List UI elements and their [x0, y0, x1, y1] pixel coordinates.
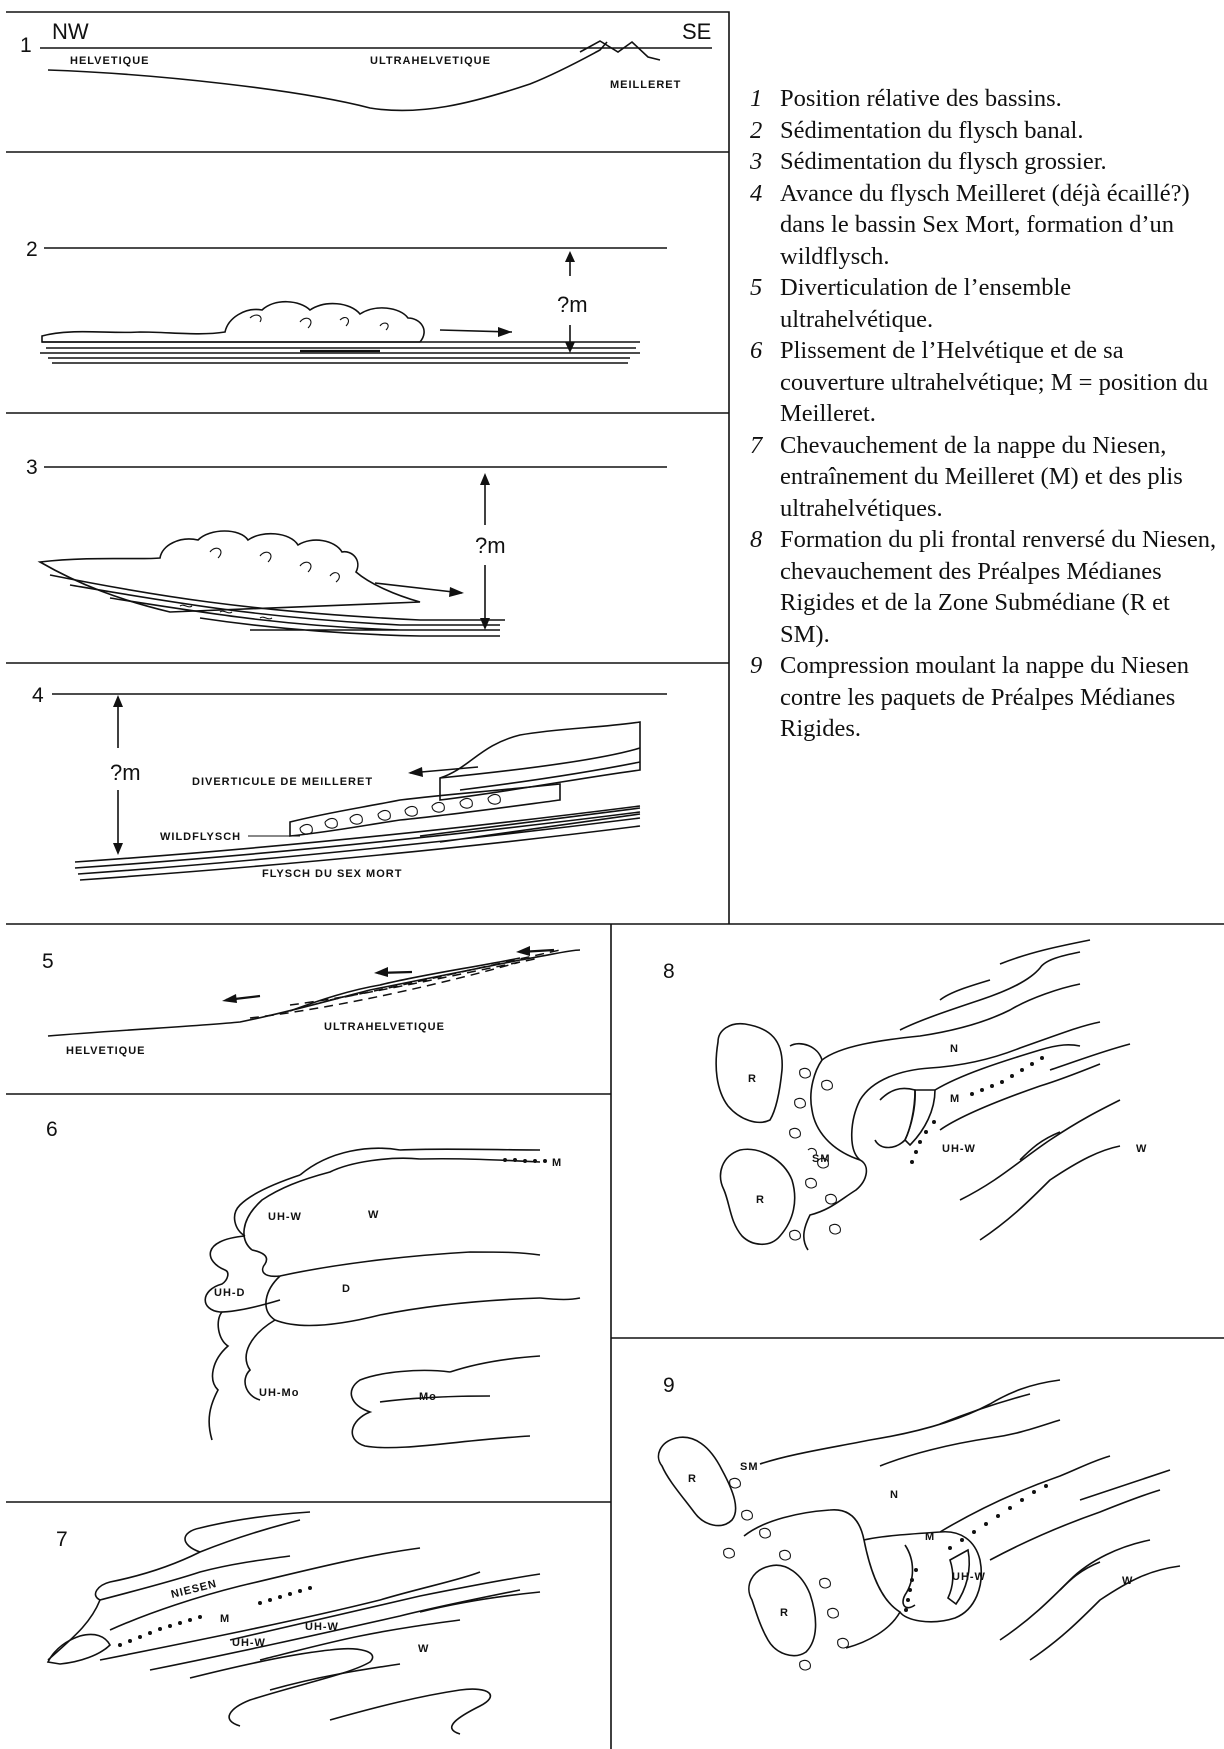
panel-1: 1 NW SE HELVETIQUE ULTRAHELVETIQUE MEILL…: [20, 19, 712, 111]
panel-number: 6: [46, 1118, 58, 1141]
legend-item: 5 Diverticulation de l’ensemble ultrahelv…: [724, 272, 1224, 335]
ultrahelvetique-label: ULTRAHELVETIQUE: [370, 55, 491, 67]
d-label: D: [342, 1283, 351, 1295]
uhw-label: UH-W: [268, 1211, 302, 1223]
legend-number: 7: [750, 430, 762, 462]
panel-9: 9 R R SM N M UH-W W: [658, 1374, 1180, 1670]
legend-item: 4 Avance du flysch Meilleret (déjà écaill…: [724, 178, 1224, 273]
panel-number: 3: [26, 456, 38, 479]
legend-text: Formation du pli frontal renversé du Nie…: [780, 526, 1216, 648]
w-label: W: [418, 1643, 429, 1655]
uhw-label: UH-W: [952, 1571, 986, 1583]
se-label: SE: [682, 19, 711, 44]
n-label: N: [950, 1043, 959, 1055]
legend-number: 8: [750, 524, 762, 556]
legend-item: 6 Plissement de l’Helvétique et de sa cou…: [724, 335, 1224, 430]
n-label: N: [890, 1489, 899, 1501]
panel-4: 4 ?m DIVERTICULE DE MEILLERET WILDFLYSCH…: [32, 684, 667, 880]
legend-item: 3 Sédimentation du flysch grossier.: [724, 146, 1224, 178]
uhw-label-2: UH-W: [305, 1621, 339, 1633]
legend-number: 9: [750, 650, 762, 682]
uhw-label: UH-W: [942, 1143, 976, 1155]
panel-number: 1: [20, 34, 32, 57]
legend-text: Position rélative des bassins.: [780, 85, 1062, 112]
panel-number: 4: [32, 684, 44, 707]
uhd-label: UH-D: [214, 1287, 246, 1299]
legend-text: Avance du flysch Meilleret (déjà écaillé…: [780, 180, 1190, 270]
uhw-label: UH-W: [232, 1637, 266, 1649]
sm-boundary: [790, 1044, 866, 1250]
legend-text: Plissement de l’Helvétique et de sa couv…: [780, 337, 1208, 427]
legend-text: Sédimentation du flysch grossier.: [780, 148, 1107, 175]
panel-7: 7 NIESEN M UH-W UH-W W: [48, 1512, 540, 1734]
depth-label: ?m: [110, 760, 141, 785]
basin-strata: [40, 342, 640, 363]
uhmo-label: UH-Mo: [259, 1387, 299, 1399]
niesen-label: NIESEN: [170, 1578, 218, 1601]
legend-text: Compression moulant la nappe du Niesen c…: [780, 652, 1189, 742]
panel-number: 8: [663, 960, 675, 983]
m-label: M: [220, 1613, 230, 1625]
wildflysch-label: WILDFLYSCH: [160, 831, 241, 843]
basin-profile: [48, 42, 607, 111]
sex-mort-label: FLYSCH DU SEX MORT: [262, 868, 402, 880]
legend-item: 8 Formation du pli frontal renversé du Ni…: [724, 524, 1224, 650]
legend-number: 5: [750, 272, 762, 304]
panel-number: 5: [42, 950, 54, 973]
sm-label: SM: [812, 1153, 831, 1165]
w-label: W: [1136, 1143, 1147, 1155]
diverticule-label: DIVERTICULE DE MEILLERET: [192, 776, 373, 788]
legend-number: 3: [750, 146, 762, 178]
m-label: M: [950, 1093, 960, 1105]
m-label: M: [552, 1157, 562, 1169]
r-label-upper: R: [688, 1473, 697, 1485]
hatched-unit: [905, 1090, 935, 1145]
panel-2: 2 ?m: [26, 238, 667, 363]
m-label: M: [925, 1531, 935, 1543]
legend-number: 2: [750, 115, 762, 147]
meilleret-ridge: [580, 41, 660, 60]
panel-5: 5 ULTRAHELVETIQUE HELVETIQUE: [42, 946, 580, 1057]
legend-text: Sédimentation du flysch banal.: [780, 117, 1083, 144]
rigid-block-upper: [658, 1437, 735, 1525]
w-label: W: [1122, 1575, 1133, 1587]
panel-6: 6 M UH-W W UH-D D UH-Mo Mo: [46, 1118, 580, 1448]
detachment-surface: [48, 950, 580, 1036]
r-label-upper: R: [748, 1073, 757, 1085]
legend-item: 2 Sédimentation du flysch banal.: [724, 115, 1224, 147]
nw-label: NW: [52, 19, 89, 44]
sm-breccia: [724, 1478, 849, 1670]
r-label-lower: R: [780, 1607, 789, 1619]
fold-boundary: [252, 1250, 540, 1276]
w-label: W: [368, 1209, 379, 1221]
legend-item: 9 Compression moulant la nappe du Niesen …: [724, 650, 1224, 745]
panel-8: 8 R R SM N M UH-W W: [663, 940, 1147, 1250]
ultrahelvetique-label: ULTRAHELVETIQUE: [324, 1021, 445, 1033]
meilleret-dots: [118, 1586, 312, 1647]
depth-label: ?m: [557, 292, 588, 317]
basin-strata: [50, 575, 505, 636]
legend-text: Chevauchement de la nappe du Niesen, ent…: [780, 432, 1183, 522]
legend-number: 1: [750, 83, 762, 115]
meilleret-label: MEILLERET: [610, 79, 681, 91]
panel-3: 3 ?m: [26, 456, 667, 636]
panel-number: 2: [26, 238, 38, 261]
depth-label: ?m: [475, 533, 506, 558]
coarse-flysch-deposit: [40, 531, 420, 612]
r-label-lower: R: [756, 1194, 765, 1206]
mo-label: Mo: [419, 1391, 437, 1403]
legend-number: 4: [750, 178, 762, 210]
legend-number: 6: [750, 335, 762, 367]
panel-number: 7: [56, 1528, 68, 1551]
sm-label: SM: [740, 1461, 759, 1473]
legend-item: 1 Position rélative des bassins.: [724, 83, 1224, 115]
legend-item: 7 Chevauchement de la nappe du Niesen, en…: [724, 430, 1224, 525]
helvetique-label: HELVETIQUE: [70, 55, 149, 67]
legend-text: Diverticulation de l’ensemble ultrahelvé…: [780, 274, 1071, 333]
banal-flysch-deposit: [42, 302, 424, 342]
niesen-fold: [852, 1022, 1100, 1160]
legend: 1Position rélative des bassins.2Sédiment…: [724, 83, 1224, 745]
helvetique-label: HELVETIQUE: [66, 1045, 145, 1057]
panel-number: 9: [663, 1374, 675, 1397]
